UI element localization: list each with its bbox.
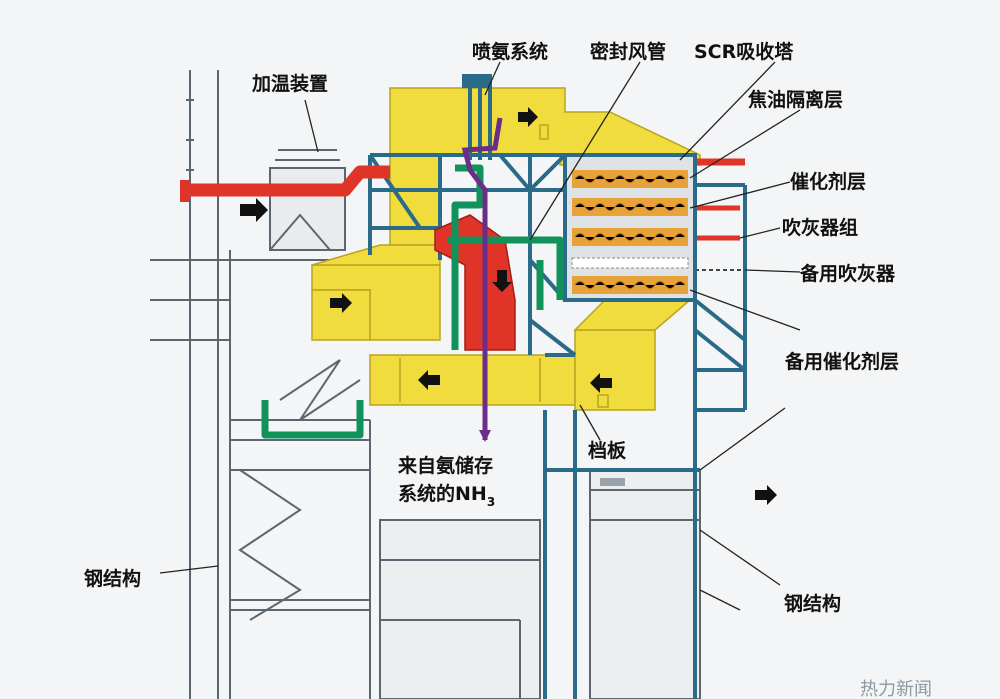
text-labels: 喷氨系统 密封风管 SCR吸收塔 加温装置 焦油隔离层 催化剂层 吹灰器组 备用… — [84, 40, 932, 699]
label-tar-isolation-layer: 焦油隔离层 — [747, 88, 843, 111]
arrow-right-icon — [330, 293, 352, 313]
steel-structure — [368, 153, 747, 699]
flue-duct-system — [311, 74, 701, 411]
arrow-left-icon — [418, 370, 440, 390]
flow-arrows — [240, 107, 777, 505]
label-scr-tower: SCR吸收塔 — [694, 40, 794, 63]
label-soot-blower-group: 吹灰器组 — [782, 216, 858, 239]
label-ammonia-injection: 喷氨系统 — [472, 40, 548, 63]
label-nh3-source-line2: 系统的NH3 — [398, 482, 495, 509]
label-nh3-source-line1: 来自氨储存 — [398, 454, 493, 477]
scr-reactor — [563, 153, 745, 302]
label-seal-air-duct: 密封风管 — [590, 40, 666, 63]
watermark-text: 热力新闻 — [860, 679, 932, 699]
label-spare-soot-blower: 备用吹灰器 — [799, 262, 896, 285]
label-catalyst-layer: 催化剂层 — [790, 170, 866, 193]
leader-lines — [159, 61, 801, 611]
label-steel-structure-left: 钢结构 — [84, 567, 141, 590]
nh3-supply-line — [461, 117, 503, 442]
arrow-left-icon — [590, 373, 612, 393]
spare-layer-band — [571, 257, 689, 269]
label-steel-structure-right: 钢结构 — [784, 592, 841, 615]
arrow-down-icon — [492, 270, 512, 292]
background-structure — [150, 70, 701, 699]
arrow-right-icon — [240, 198, 268, 222]
label-damper: 档板 — [588, 439, 627, 462]
label-heating-device: 加温装置 — [251, 72, 328, 95]
arrow-right-icon — [518, 107, 538, 127]
label-spare-catalyst-layer: 备用催化剂层 — [784, 350, 899, 373]
arrow-right-icon — [755, 485, 777, 505]
